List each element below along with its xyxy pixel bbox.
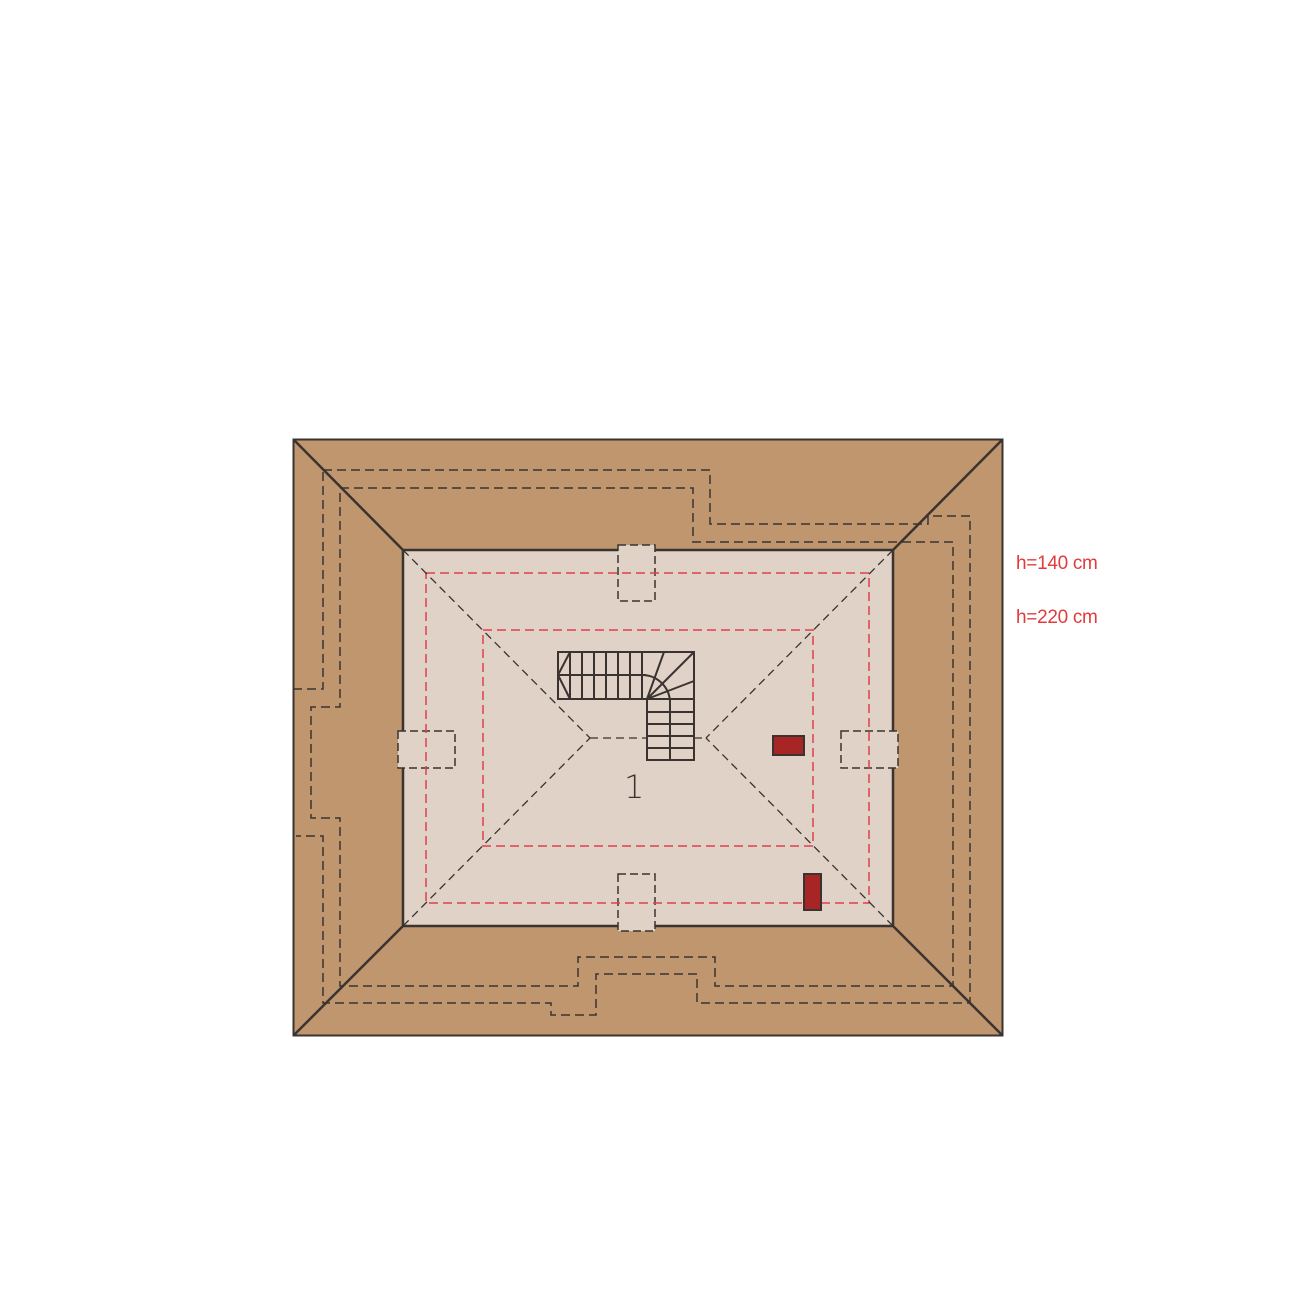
height-140-label: h=140 cm: [1016, 553, 1098, 574]
room-number: 1: [624, 768, 645, 806]
chimney-2: [803, 873, 822, 911]
height-140-line: [425, 572, 870, 904]
height-lines: [425, 572, 870, 904]
chimney-1: [772, 735, 805, 756]
height-220-label: h=220 cm: [1016, 607, 1098, 628]
dormer-left: [397, 730, 456, 769]
height-220-line: [482, 629, 814, 847]
hip-lines: [293, 439, 1003, 1036]
lower-floor-outline: [293, 469, 971, 1016]
dormer-bottom: [617, 873, 656, 932]
chimneys: [772, 735, 822, 911]
staircase: [557, 651, 695, 761]
